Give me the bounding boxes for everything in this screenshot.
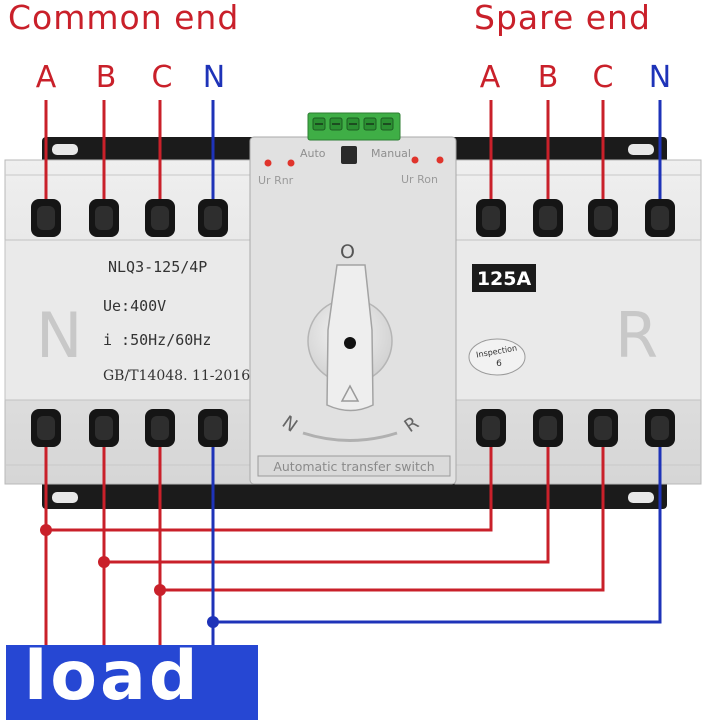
spare-phase-c-label: C — [592, 60, 614, 95]
common-end-title: Common end — [8, 0, 240, 37]
common-neutral-label: N — [202, 60, 226, 95]
handle-arrow-icon — [340, 384, 360, 402]
common-top-terminal-n-screw — [204, 206, 222, 230]
junction-dot-c — [154, 584, 166, 596]
mount-hole-top-right — [628, 144, 654, 155]
spare-bottom-terminal-b-screw — [539, 416, 557, 440]
spare-phase-a-label: A — [479, 60, 501, 95]
common-top-terminal-c-screw — [151, 206, 169, 230]
common-bottom-terminal-n-screw — [204, 416, 222, 440]
spare-neutral-label: N — [648, 60, 672, 95]
tie-wire-n — [213, 430, 662, 624]
spare-end-title: Spare end — [474, 0, 651, 37]
common-bottom-terminal-b-screw — [95, 416, 113, 440]
inspection-number: 6 — [496, 359, 502, 369]
spare-bottom-terminal-a-screw — [482, 416, 500, 440]
common-phase-a-label: A — [35, 60, 57, 95]
rotation-arc — [302, 431, 398, 442]
wire-layer — [40, 100, 662, 650]
led-right-label: Ur Ron — [401, 173, 438, 186]
led-left-1 — [264, 159, 272, 167]
mount-hole-top-left — [52, 144, 78, 155]
normal-side-letter: N — [36, 299, 82, 372]
junction-dot-n — [207, 616, 219, 628]
common-bottom-terminal-a-screw — [37, 416, 55, 440]
led-left-2 — [287, 159, 295, 167]
model-label: NLQ3-125/4P — [108, 258, 207, 276]
load-box — [6, 645, 258, 720]
junction-dot-b — [98, 556, 110, 568]
rating-label: 125A — [477, 268, 532, 290]
common-phase-c-label: C — [151, 60, 173, 95]
spare-top-terminal-a-screw — [482, 206, 500, 230]
spare-top-terminal-b-screw — [539, 206, 557, 230]
spare-top-terminal-c-screw — [594, 206, 612, 230]
common-bottom-terminal-c-screw — [151, 416, 169, 440]
mode-selector-switch[interactable] — [341, 146, 357, 164]
common-top-terminal-b-screw — [95, 206, 113, 230]
spare-bottom-terminal-c-screw — [594, 416, 612, 440]
rating-badge — [472, 264, 536, 292]
voltage-label: Ue:400V — [103, 297, 166, 315]
footer-plate — [257, 455, 451, 477]
junction-dot-a — [40, 524, 52, 536]
spare-top-terminal-n-screw — [651, 206, 669, 230]
control-terminal-block — [307, 112, 401, 141]
mode-auto-label: Auto — [300, 147, 326, 160]
footer-label: Automatic transfer switch — [273, 459, 434, 474]
led-right-2 — [436, 156, 444, 164]
terminal-layer — [31, 199, 675, 447]
mount-hole-bottom-left — [52, 492, 78, 503]
standard-label: GB/T14048. 11-2016 — [103, 368, 250, 384]
frequency-label: i :50Hz/60Hz — [103, 331, 211, 349]
tie-wire-c — [160, 430, 605, 592]
mount-hole-bottom-right — [628, 492, 654, 503]
inspection-sticker — [468, 338, 526, 376]
tie-wire-a — [46, 430, 493, 532]
led-left-label: Ur Rnr — [258, 174, 294, 187]
spare-bottom-terminal-n-screw — [651, 416, 669, 440]
mode-manual-label: Manual — [371, 147, 411, 160]
common-phase-b-label: B — [95, 60, 117, 95]
load-label: load — [24, 637, 201, 716]
dial-off-label: O — [340, 241, 355, 263]
reserve-side-letter: R — [615, 299, 658, 372]
handle-pivot — [344, 337, 356, 349]
spare-phase-b-label: B — [537, 60, 559, 95]
tie-wire-b — [104, 430, 550, 564]
led-right-1 — [411, 156, 419, 164]
common-top-terminal-a-screw — [37, 206, 55, 230]
